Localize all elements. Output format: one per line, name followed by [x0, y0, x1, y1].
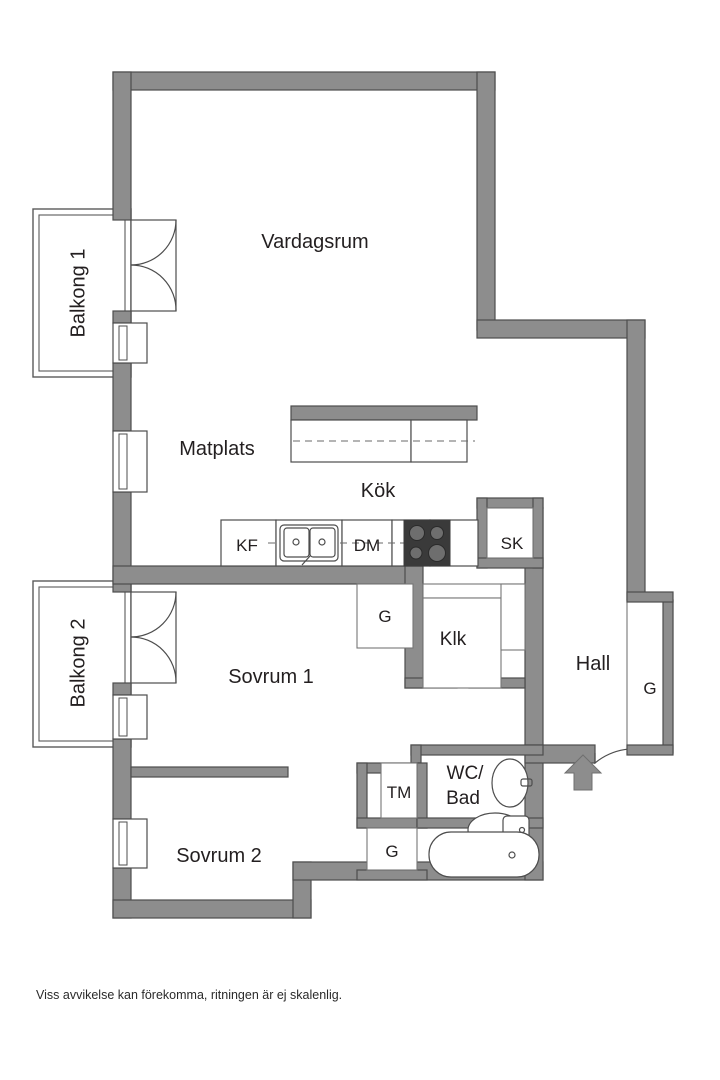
balcony-door-upper — [130, 219, 177, 312]
appliance-label-kf: KF — [236, 536, 258, 555]
room-label-sovrum-1: Sovrum 1 — [228, 666, 314, 688]
appliance-label-tm: TM — [387, 783, 412, 802]
structural-walls — [112, 71, 646, 919]
room-label-matplats: Matplats — [179, 438, 255, 460]
room-label-wc-bad-line1: WC/ — [447, 763, 485, 784]
room-label-wc-bad-line2: Bad — [446, 788, 480, 809]
window-dining — [112, 430, 148, 493]
washbasin — [491, 758, 533, 808]
kitchen-counter — [220, 519, 479, 567]
window-bedroom-1 — [112, 694, 148, 740]
storage-label-klk: Klk — [440, 629, 467, 650]
balcony-door-lower — [130, 591, 177, 684]
appliance-tm-box — [380, 762, 418, 819]
balcony-2-label: Balkong 2 — [67, 619, 89, 708]
room-label-kok: Kök — [361, 480, 396, 502]
storage-label-g-bath: G — [385, 842, 398, 861]
closet-g-bath — [366, 827, 418, 871]
balcony-1-label: Balkong 1 — [67, 249, 89, 338]
closet-g-kitchen — [356, 583, 414, 649]
closet-klk — [422, 583, 526, 689]
closet-g-hall — [626, 591, 674, 756]
appliance-label-sk: SK — [501, 534, 524, 553]
storage-label-g-hall: G — [643, 679, 656, 698]
appliance-label-dm: DM — [354, 536, 380, 555]
storage-label-g-kitchen: G — [378, 607, 391, 626]
window-bedroom-2 — [112, 818, 148, 869]
room-label-vardagsrum: Vardagsrum — [261, 231, 368, 253]
bathtub — [428, 831, 540, 878]
balcony-1: Balkong 1 — [32, 208, 132, 378]
dining-wardrobe — [290, 405, 478, 463]
room-label-hall: Hall — [576, 653, 610, 675]
entrance-arrow-icon — [563, 754, 603, 791]
window-living-room — [112, 322, 148, 364]
disclaimer-caption: Viss avvikelse kan förekomma, ritningen … — [36, 988, 342, 1002]
stove-hob — [403, 519, 451, 567]
room-label-sovrum-2: Sovrum 2 — [176, 845, 262, 867]
pantry-sk-box — [486, 507, 534, 559]
kitchen-sink — [279, 524, 339, 566]
